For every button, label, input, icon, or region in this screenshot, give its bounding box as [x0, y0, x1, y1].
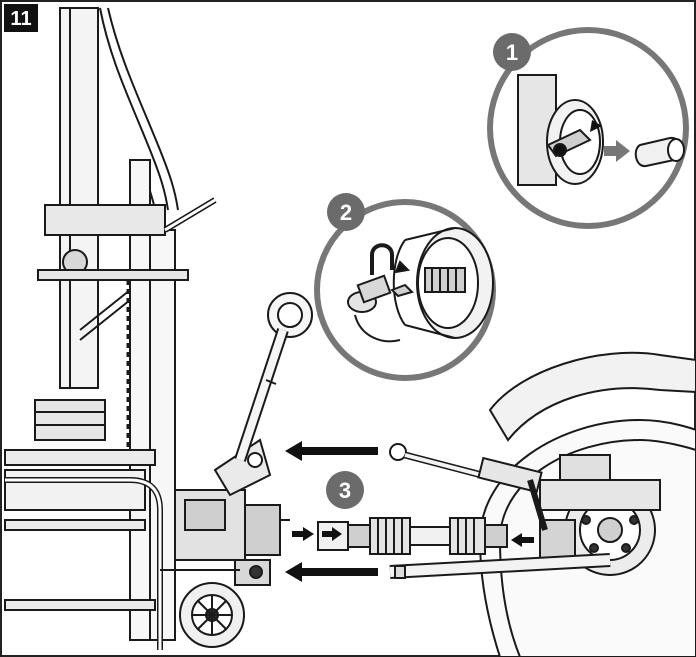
figure-number-badge: 11 — [4, 4, 38, 32]
arrow-pto-tractor — [511, 533, 534, 547]
step-3-badge: 3 — [326, 471, 364, 509]
pto-shaft — [317, 517, 508, 555]
arrow-lower-link — [285, 562, 378, 582]
figure-number: 11 — [10, 8, 31, 30]
arrow-top-link — [285, 441, 378, 461]
detail-inset-2: 2 — [314, 193, 496, 381]
padlock-icon — [347, 243, 414, 343]
step-2-label: 2 — [340, 200, 352, 225]
pin-icon — [634, 136, 685, 168]
arrow-left-icon — [590, 120, 602, 132]
step-1-badge — [493, 33, 531, 71]
tractor-rear — [389, 351, 696, 657]
step-1-label: 1 — [506, 40, 518, 65]
arrow-right-icon — [604, 140, 630, 162]
top-link-arm — [234, 292, 313, 462]
detail-inset-1: 1 — [487, 27, 689, 229]
step-2-badge — [327, 193, 365, 231]
step-3-label: 3 — [339, 478, 351, 503]
log-splitter — [4, 7, 290, 650]
arrow-pto-implement — [292, 527, 314, 541]
arrow-pto-shaft — [322, 527, 342, 541]
